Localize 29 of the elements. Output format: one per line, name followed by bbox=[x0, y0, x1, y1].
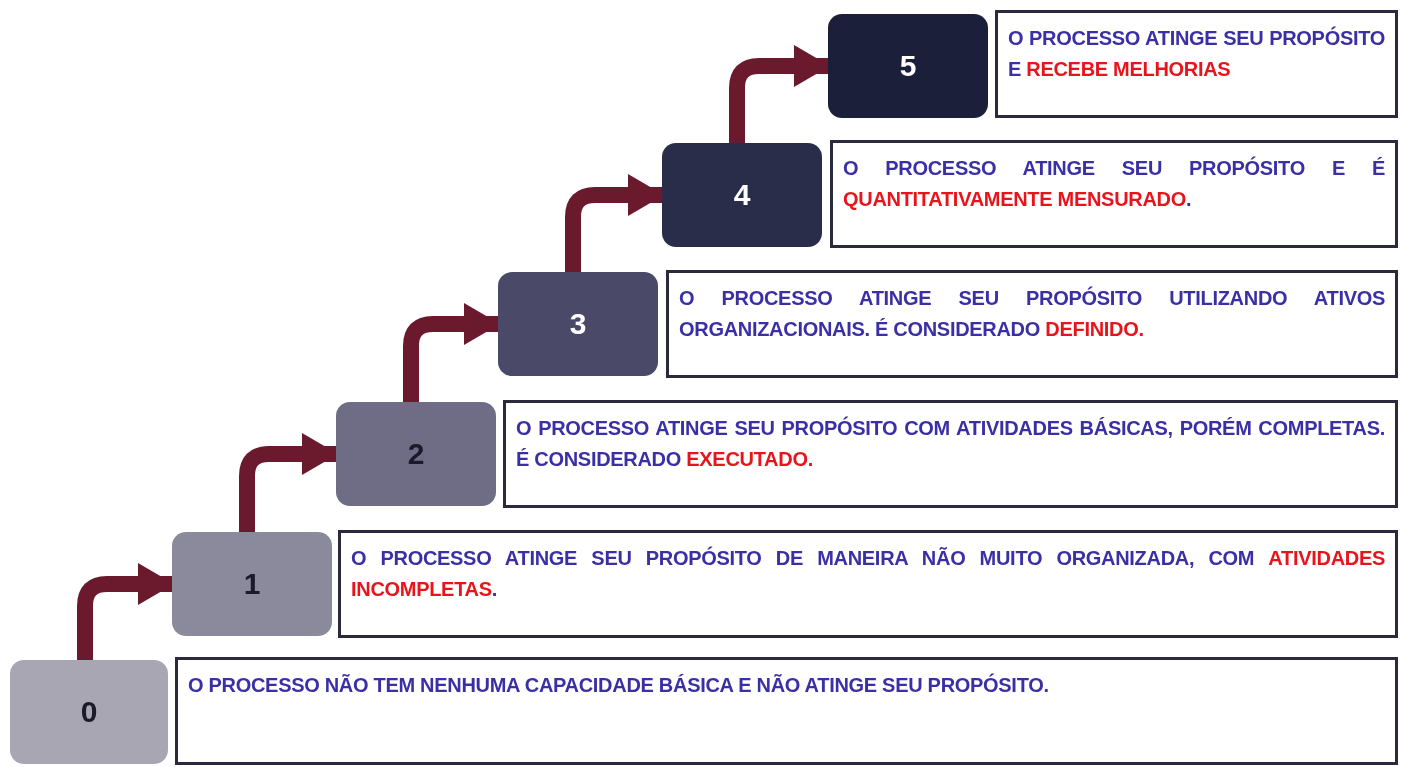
level-number: 1 bbox=[243, 567, 261, 601]
description-box bbox=[338, 530, 1398, 638]
level-box bbox=[662, 143, 822, 247]
description-text: O PROCESSO ATINGE SEU PROPÓSITO E RECEBE MELHORIAS bbox=[1008, 25, 1385, 82]
level-number: 3 bbox=[569, 307, 587, 341]
description-box bbox=[503, 400, 1398, 508]
level-number: 4 bbox=[733, 178, 751, 212]
curved-arrow bbox=[239, 433, 338, 532]
curved-arrow bbox=[403, 303, 500, 402]
curved-arrow bbox=[77, 563, 174, 660]
description-text: O PROCESSO ATINGE SEU PROPÓSITO UTILIZANDO ATIVOS ORGANIZACIONAIS. É CONSIDERADO DEFINIDO. bbox=[679, 285, 1385, 342]
level-box bbox=[498, 272, 658, 376]
curved-arrow bbox=[565, 174, 664, 272]
description-text: O PROCESSO ATINGE SEU PROPÓSITO E É QUANTITATIVAMENTE MENSURADO. bbox=[843, 155, 1385, 212]
level-box bbox=[10, 660, 168, 764]
description-text: O PROCESSO NÃO TEM NENHUMA CAPACIDADE BÁSICA E NÃO ATINGE SEU PROPÓSITO. bbox=[188, 672, 1050, 698]
description-box bbox=[175, 657, 1398, 765]
description-box bbox=[995, 10, 1398, 118]
description-box bbox=[666, 270, 1398, 378]
description-text: O PROCESSO ATINGE SEU PROPÓSITO COM ATIVIDADES BÁSICAS, PORÉM COMPLETAS. É CONSIDERADO EXECUTADO. bbox=[516, 415, 1385, 472]
level-box bbox=[336, 402, 496, 506]
level-box bbox=[172, 532, 332, 636]
level-number: 5 bbox=[899, 49, 917, 83]
level-number: 2 bbox=[407, 437, 425, 471]
curved-arrow bbox=[729, 45, 830, 143]
level-box bbox=[828, 14, 988, 118]
description-text: O PROCESSO ATINGE SEU PROPÓSITO DE MANEIRA NÃO MUITO ORGANIZADA, COM ATIVIDADES INCOMPLETAS. bbox=[351, 545, 1385, 602]
level-number: 0 bbox=[80, 695, 98, 729]
description-box bbox=[830, 140, 1398, 248]
